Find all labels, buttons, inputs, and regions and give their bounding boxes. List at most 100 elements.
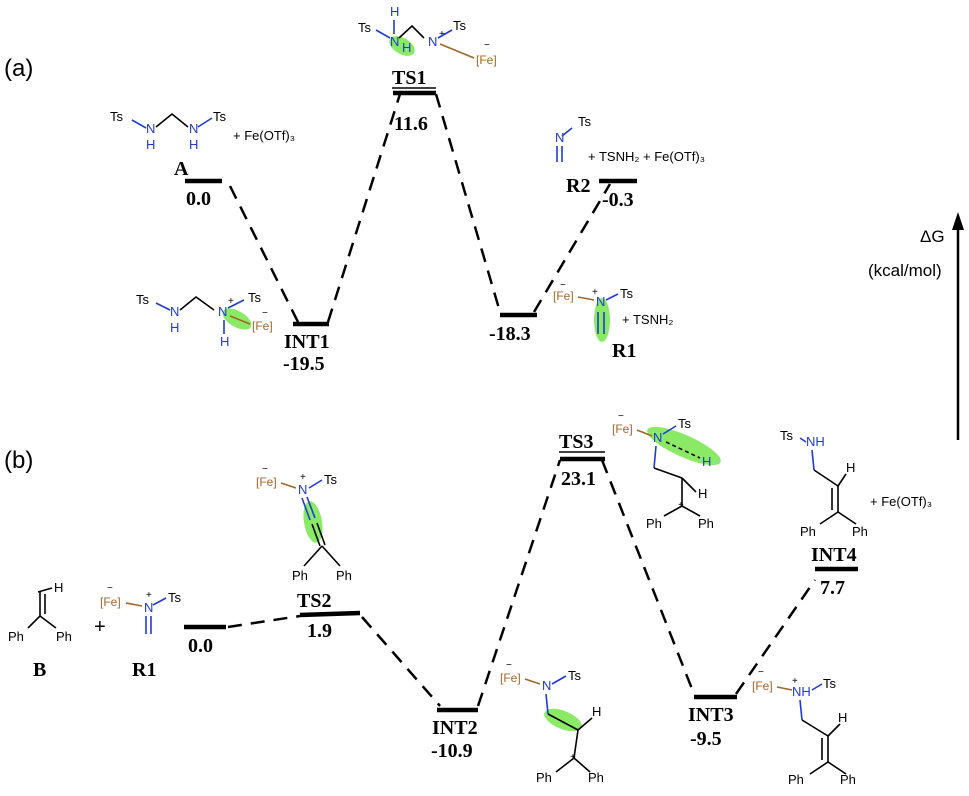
svg-text:Ts: Ts bbox=[110, 109, 124, 124]
svg-text:N: N bbox=[170, 304, 179, 319]
delta-g-label: ΔG bbox=[920, 227, 945, 246]
connector-ts3-int3 bbox=[600, 459, 696, 695]
value-ts2: 1.9 bbox=[307, 620, 332, 642]
svg-text:Ts: Ts bbox=[213, 109, 227, 124]
svg-text:N: N bbox=[189, 121, 198, 136]
svg-text:+: + bbox=[439, 29, 445, 40]
svg-text:H: H bbox=[170, 320, 179, 335]
svg-text:Ts: Ts bbox=[358, 20, 372, 35]
svg-text:N: N bbox=[653, 430, 662, 445]
svg-text:Ph: Ph bbox=[336, 568, 352, 583]
svg-text:Ph: Ph bbox=[852, 524, 868, 539]
svg-text:Ts: Ts bbox=[453, 18, 467, 33]
molecule-int3: − [Fe] NH + Ts H Ph Ph bbox=[752, 667, 856, 787]
svg-text:−: − bbox=[758, 667, 764, 678]
svg-text:Ph: Ph bbox=[56, 629, 72, 644]
svg-text:Ts: Ts bbox=[568, 668, 582, 683]
svg-text:[Fe]: [Fe] bbox=[476, 53, 497, 67]
svg-text:[Fe]: [Fe] bbox=[612, 422, 633, 436]
svg-text:NH: NH bbox=[806, 434, 825, 449]
label-r1-b: R1 bbox=[132, 659, 156, 681]
svg-text:+ TSNH₂ + Fe(OTf)₃: + TSNH₂ + Fe(OTf)₃ bbox=[588, 149, 705, 164]
connector-start-ts2 bbox=[227, 614, 301, 629]
molecule-ts1: Ts H N H N + Ts − [Fe] bbox=[358, 4, 497, 67]
svg-text:Ph: Ph bbox=[292, 568, 308, 583]
svg-text:Ts: Ts bbox=[168, 590, 182, 605]
svg-text:Ts: Ts bbox=[823, 676, 837, 691]
svg-text:[Fe]: [Fe] bbox=[752, 679, 773, 693]
svg-text:N: N bbox=[596, 294, 605, 309]
svg-text:[Fe]: [Fe] bbox=[553, 289, 574, 303]
molecule-int2: − [Fe] N Ts H + Ph Ph bbox=[500, 660, 604, 785]
svg-text:N: N bbox=[146, 121, 155, 136]
svg-text:Ph: Ph bbox=[646, 516, 662, 531]
svg-text:Ts: Ts bbox=[136, 292, 150, 307]
svg-text:Ts: Ts bbox=[324, 472, 338, 487]
label-r1-a: R1 bbox=[612, 340, 636, 362]
axis-arrowhead bbox=[952, 212, 964, 230]
molecule-a: Ts N H N H Ts + Fe(OTf)₃ bbox=[110, 109, 295, 152]
molecule-ts3: − [Fe] N Ts H H + Ph Ph bbox=[612, 411, 721, 531]
svg-text:N: N bbox=[218, 304, 227, 319]
label-ts3: TS3 bbox=[559, 431, 593, 453]
value-ts1: 11.6 bbox=[394, 113, 428, 135]
label-b: B bbox=[33, 659, 46, 681]
svg-text:+: + bbox=[792, 676, 798, 687]
value-b-start: 0.0 bbox=[188, 635, 213, 657]
label-ts2: TS2 bbox=[297, 590, 331, 612]
connector-ts1-product bbox=[434, 93, 502, 313]
svg-text:−: − bbox=[506, 660, 512, 671]
svg-text:NH: NH bbox=[792, 684, 811, 699]
svg-text:H: H bbox=[402, 40, 411, 55]
value-minus18: -18.3 bbox=[489, 323, 531, 345]
svg-text:+: + bbox=[570, 752, 576, 763]
svg-text:H: H bbox=[702, 454, 711, 469]
svg-text:−: − bbox=[618, 411, 624, 422]
connector-int1-ts1 bbox=[326, 93, 402, 323]
molecule-int1: Ts N H N + H Ts − [Fe] bbox=[136, 290, 273, 349]
value-r2: -0.3 bbox=[602, 189, 634, 211]
value-int2: -10.9 bbox=[431, 740, 473, 762]
molecule-b: H Ph Ph B bbox=[8, 580, 72, 681]
svg-text:H: H bbox=[220, 334, 229, 349]
svg-text:+: + bbox=[146, 590, 152, 601]
svg-text:H: H bbox=[390, 4, 399, 19]
svg-text:−: − bbox=[560, 280, 566, 291]
svg-text:N: N bbox=[298, 482, 307, 497]
label-int1: INT1 bbox=[284, 331, 330, 353]
panel-tag-a: (a) bbox=[4, 55, 33, 82]
svg-text:H: H bbox=[592, 704, 601, 719]
molecule-r2: Ts N + TSNH₂ + Fe(OTf)₃ bbox=[555, 114, 705, 164]
svg-text:[Fe]: [Fe] bbox=[500, 671, 521, 685]
value-int4: 7.7 bbox=[820, 577, 845, 599]
svg-text:−: − bbox=[484, 40, 490, 51]
connector-int3-int4 bbox=[734, 579, 817, 695]
svg-text:Ph: Ph bbox=[840, 772, 856, 787]
level-ts2 bbox=[299, 610, 361, 618]
svg-text:+ Fe(OTf)₃: + Fe(OTf)₃ bbox=[870, 494, 932, 509]
molecule-ts2: − [Fe] N + Ts Ph Ph bbox=[256, 464, 352, 583]
svg-text:Ph: Ph bbox=[8, 629, 24, 644]
svg-text:[Fe]: [Fe] bbox=[252, 319, 273, 333]
svg-text:Ph: Ph bbox=[800, 524, 816, 539]
svg-text:−: − bbox=[262, 464, 268, 475]
svg-text:Ph: Ph bbox=[698, 516, 714, 531]
connector-ts2-int2 bbox=[361, 616, 441, 707]
svg-text:Ts: Ts bbox=[578, 114, 592, 129]
molecule-int4: Ts NH H Ph Ph + Fe(OTf)₃ bbox=[780, 428, 932, 539]
svg-text:Ph: Ph bbox=[536, 770, 552, 785]
molecule-r1-a: − [Fe] N + Ts + TSNH₂ bbox=[553, 280, 673, 342]
label-a: A bbox=[174, 158, 189, 180]
connector-a-int1 bbox=[228, 185, 300, 323]
svg-text:H: H bbox=[838, 710, 847, 725]
label-ts1: TS1 bbox=[392, 67, 426, 89]
svg-text:N: N bbox=[542, 678, 551, 693]
svg-text:N: N bbox=[428, 34, 437, 49]
label-r2: R2 bbox=[566, 175, 590, 197]
label-int4: INT4 bbox=[811, 544, 857, 566]
svg-text:[Fe]: [Fe] bbox=[256, 475, 277, 489]
molecule-r1-b: − [Fe] N + Ts R1 bbox=[100, 583, 182, 681]
svg-text:+: + bbox=[678, 500, 684, 511]
